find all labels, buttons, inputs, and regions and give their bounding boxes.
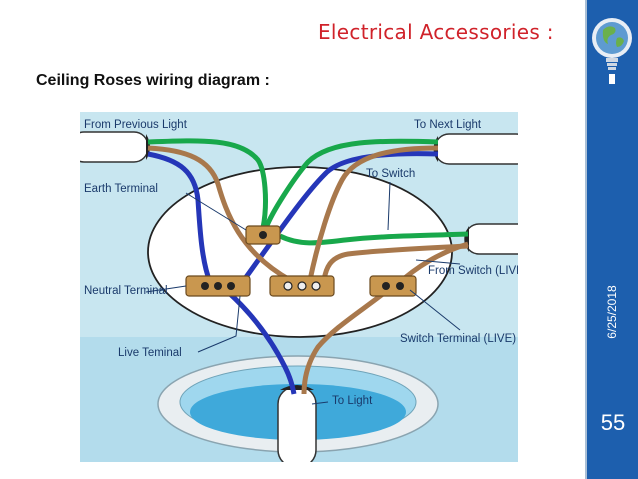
switch-terminal-block [369, 275, 417, 297]
label-leader-lines [145, 181, 461, 405]
label-to-next-light: To Next Light [414, 119, 482, 131]
label-from-previous-light: From Previous Light [84, 119, 188, 131]
label-live-terminal: Live Teminal [118, 347, 182, 359]
earth-wire-from-previous [147, 138, 268, 229]
cable-from-previous-light [80, 131, 150, 163]
page-number: 55 [600, 410, 626, 435]
neutral-wire-to-light [226, 290, 297, 395]
live-terminal-block [269, 275, 335, 297]
live-wire-to-next [307, 145, 439, 281]
slide-title: Electrical Accessories : [318, 20, 554, 44]
sidebar-shadow [585, 0, 588, 479]
label-from-switch: From Switch (LIVE) [428, 265, 518, 277]
label-to-switch: To Switch [366, 168, 415, 180]
live-wire-from-previous [147, 145, 292, 283]
switch-wire-to-light [301, 288, 390, 395]
label-switch-terminal: Switch Terminal (LIVE) [400, 333, 516, 345]
cable-to-next-light [433, 133, 518, 165]
slide-date: 6/25/2018 [605, 285, 619, 339]
label-neutral-terminal-text: Neutral Terminal [84, 285, 168, 297]
label-neutral-terminal: Neutral Terminal [84, 285, 168, 297]
earth-terminal-block [245, 225, 281, 245]
globe-bulb-logo-icon [592, 18, 632, 84]
diagram-subtitle: Ceiling Roses wiring diagram : [36, 72, 270, 89]
cable-to-light [277, 385, 317, 462]
label-earth-terminal: Earth Terminal [84, 183, 158, 195]
live-wire-to-switch [321, 243, 469, 281]
ceiling-rose-body [147, 166, 453, 338]
earth-wire-to-next [263, 138, 439, 229]
ceiling-rose-wiring-diagram: From Previous Light To Next Light To Swi… [80, 112, 518, 462]
label-to-light: To Light [332, 395, 373, 407]
cable-to-switch [464, 223, 518, 255]
earth-wire-to-switch [278, 231, 469, 246]
neutral-terminal-block [185, 275, 251, 297]
